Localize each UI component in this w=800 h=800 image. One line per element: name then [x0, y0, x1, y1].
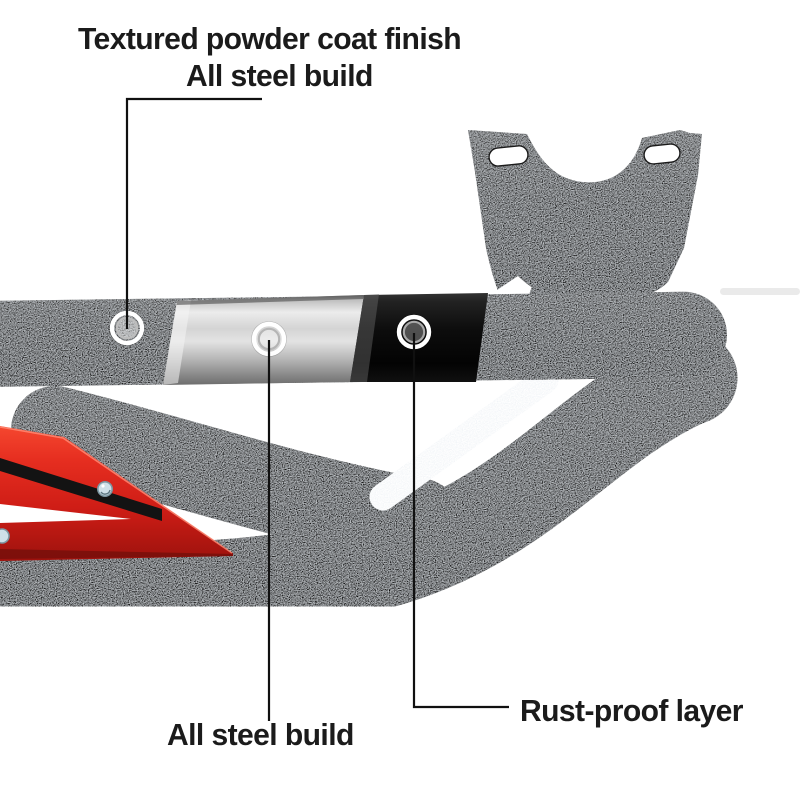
- step-plate-screw: [97, 480, 114, 497]
- mounting-bracket: [468, 130, 702, 299]
- tube-shadow: [720, 288, 800, 295]
- callout-label-rust-proof: Rust-proof layer: [520, 693, 744, 728]
- callout-label-steel-top: All steel build: [186, 58, 373, 93]
- callout-label-powder-coat: Textured powder coat finish: [78, 21, 462, 56]
- middle-rail-tube: [11, 386, 462, 566]
- step-plate-slat: [0, 458, 162, 521]
- callout-line-rust-proof: [412, 333, 509, 709]
- callout-label-steel-bottom: All steel build: [167, 717, 354, 752]
- callout-ring-powder-coat: [109, 310, 145, 346]
- step-plate: [0, 426, 233, 561]
- step-plate-screw: [0, 528, 10, 544]
- rail-gap: [369, 366, 559, 511]
- rust-proof-band: [350, 293, 488, 382]
- bracket-bolt-holes: [488, 143, 681, 167]
- step-plate-slot: [0, 504, 131, 523]
- bottom-rail-tube: [0, 331, 738, 643]
- callout-line-powder-coat: [125, 97, 262, 329]
- bare-steel-band: [163, 295, 364, 385]
